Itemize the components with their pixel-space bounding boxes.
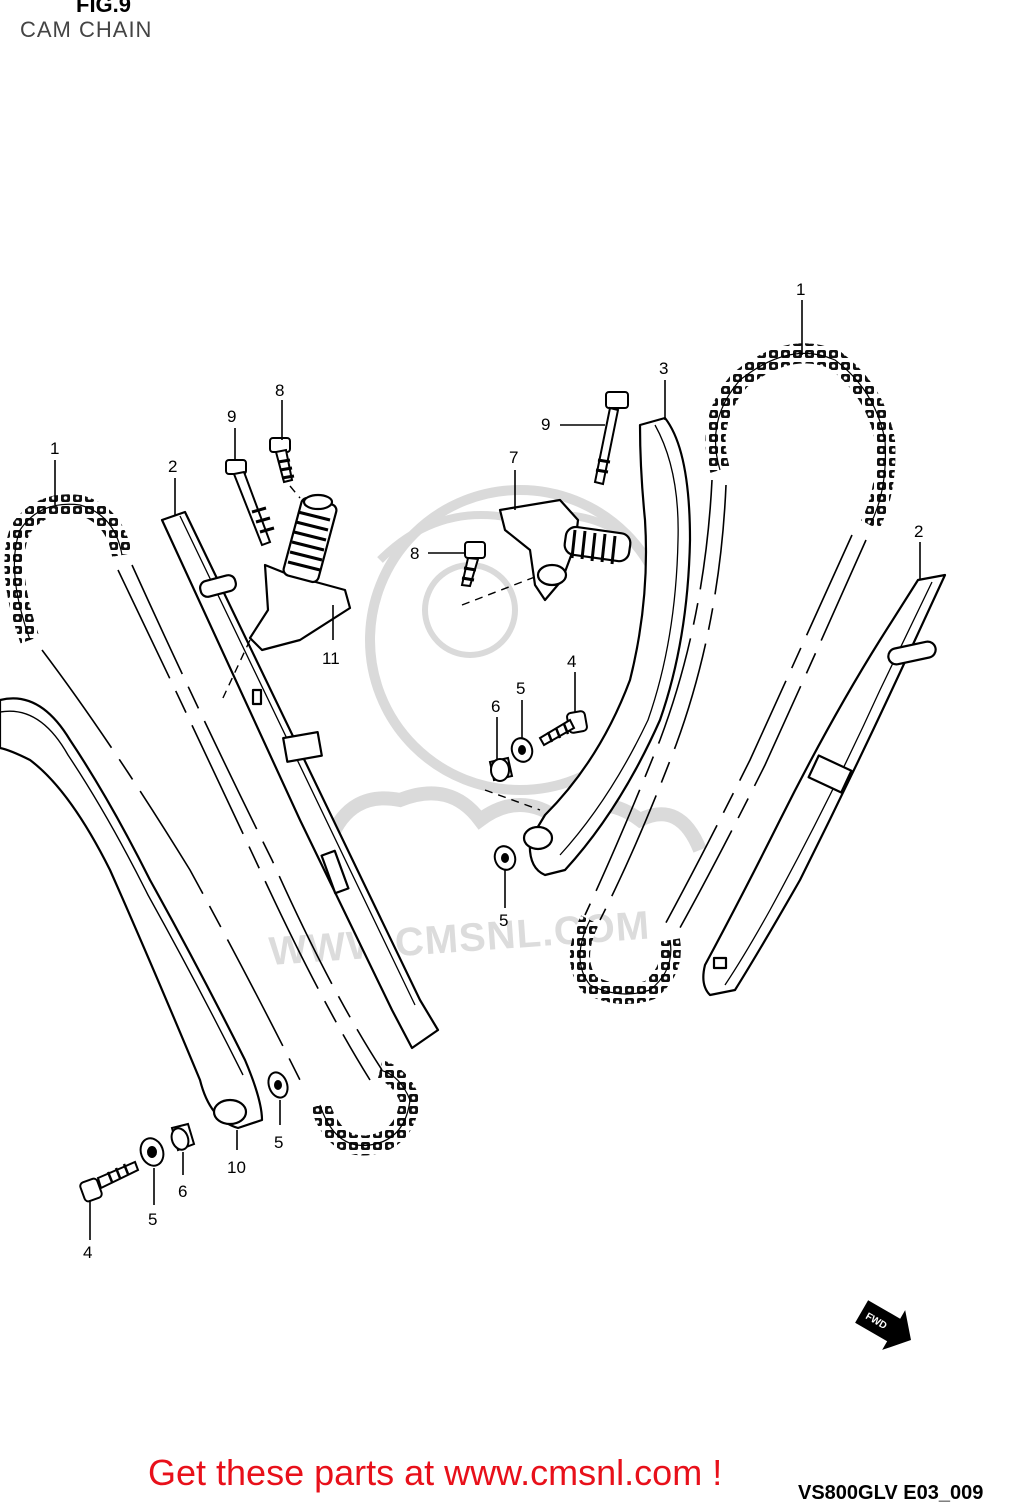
leader-lines: [54, 300, 921, 1240]
right-bolt-8: [460, 541, 486, 588]
right-chain-tensioner: [498, 498, 632, 602]
left-bolt-4: [79, 1160, 140, 1203]
right-tensioner-guide: [522, 416, 692, 877]
callout-l-bolt4: 4: [83, 1243, 92, 1262]
figure-number: FIG.9: [76, 0, 132, 17]
callout-l-chain: 1: [50, 439, 59, 458]
callout-l-tensioner: 11: [322, 649, 340, 668]
left-cam-chain: [4, 494, 421, 1156]
right-bolt-4: [538, 710, 588, 747]
callout-labels: 1 2 9 8 11 10 5 6 5 4 1 2 3 9 7 8 4 5 6 …: [50, 280, 923, 1262]
callout-r-chain: 1: [796, 280, 805, 299]
watermark-text: WWW.CMSNL.COM: [268, 903, 652, 974]
left-washer-5-bottom: [139, 1137, 165, 1167]
callout-l-washer-right: 5: [274, 1133, 283, 1152]
left-washer-5-right: [267, 1071, 289, 1099]
callout-l-bolt8: 8: [275, 381, 284, 400]
callout-l-spacer: 6: [178, 1182, 187, 1201]
callout-l-tensioner-guide: 10: [227, 1158, 246, 1177]
callout-r-guide: 2: [914, 522, 923, 541]
callout-l-guide: 2: [168, 457, 177, 476]
right-cam-chain: [570, 343, 896, 1004]
callout-r-washer-bottom: 5: [499, 911, 508, 930]
right-washer-5-top: [510, 737, 534, 763]
page-title: CAM CHAIN: [20, 17, 153, 42]
get-parts-link[interactable]: Get these parts at www.cmsnl.com !: [148, 1452, 723, 1493]
right-bolt-9: [593, 391, 629, 486]
left-tensioner-guide: [0, 697, 264, 1130]
callout-l-bolt9: 9: [227, 407, 236, 426]
left-bolt-8: [269, 437, 295, 484]
callout-r-tensioner: 7: [509, 448, 518, 467]
left-chain-tensioner: [248, 493, 352, 652]
right-spacer-6: [488, 756, 514, 782]
drawing-code: VS800GLV E03_009: [798, 1482, 984, 1504]
callout-r-spacer: 6: [491, 697, 500, 716]
callout-l-washer-bottom: 5: [148, 1210, 157, 1229]
callout-r-washer-top: 5: [516, 679, 525, 698]
left-spacer-6: [170, 1122, 196, 1152]
dash-leaders: [221, 485, 541, 811]
callout-r-bolt8: 8: [410, 544, 419, 563]
left-bolt-9: [225, 459, 275, 547]
callout-r-tensioner-guide: 3: [659, 359, 668, 378]
fwd-arrow-icon: FWD: [855, 1300, 911, 1350]
left-chain-guide: [160, 510, 440, 1050]
callout-r-bolt9: 9: [541, 415, 550, 434]
right-washer-5-bottom: [493, 845, 517, 871]
right-chain-guide: [702, 573, 947, 997]
callout-r-bolt4: 4: [567, 652, 576, 671]
